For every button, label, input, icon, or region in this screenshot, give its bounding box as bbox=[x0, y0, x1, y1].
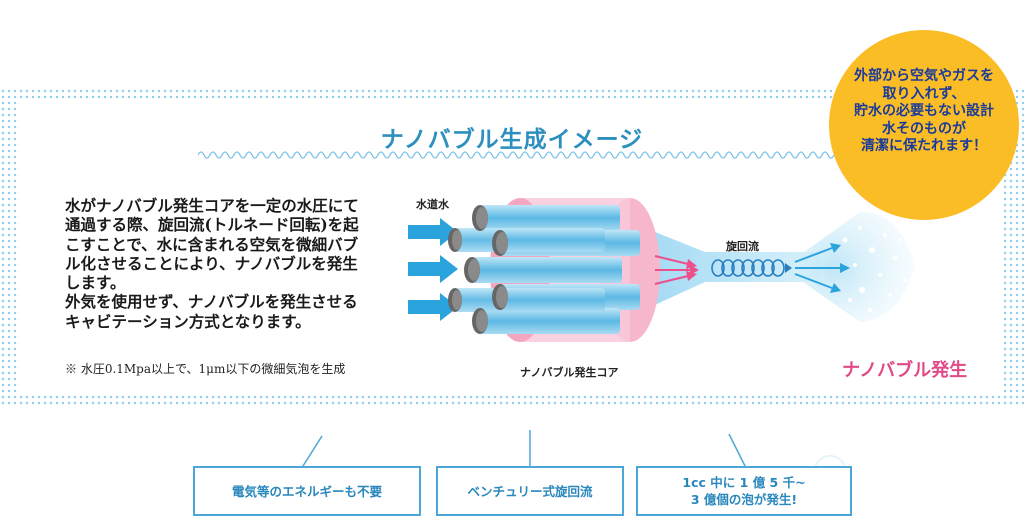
description-line: こすことで、水に含まれる空気を微細バブ bbox=[65, 234, 359, 254]
inlet-arrows bbox=[408, 218, 458, 321]
arrow-icon bbox=[408, 293, 458, 321]
description-line: キャビテーション方式となります。 bbox=[65, 311, 311, 331]
badge-line: 外部から空気やガスを bbox=[854, 68, 994, 84]
feature-box-venturi: ベンチュリー式旋回流 bbox=[436, 466, 624, 516]
arrow-icon bbox=[408, 255, 458, 283]
spray-cone bbox=[800, 212, 915, 322]
feature-text: 1cc 中に 1 億 5 千~ bbox=[682, 475, 806, 490]
badge-line: 清潔に保たれます！ bbox=[861, 138, 987, 154]
diagram-title: ナノバブル生成イメージ bbox=[380, 126, 644, 153]
spray-arrows bbox=[794, 243, 850, 293]
description-line: 外気を使用せず、ナノバブルを発生させる bbox=[65, 292, 358, 312]
description-line: します。 bbox=[65, 273, 126, 293]
feature-box-energy: 電気等のエネルギーも不要 bbox=[193, 466, 421, 516]
feature-box-bubbles: 1cc 中に 1 億 5 千~ 3 億個の泡が発生! bbox=[636, 466, 852, 516]
description-line: 水がナノバブル発生コアを一定の水圧にて bbox=[65, 196, 359, 215]
tap-water-label: 水道水 bbox=[416, 198, 449, 211]
badge-line: 取り入れず、 bbox=[882, 85, 966, 102]
badge-line: 水そのものが bbox=[882, 120, 966, 137]
description-text: 水がナノバブル発生コアを一定の水圧にて 通過する際、旋回流(トルネード回転)を起… bbox=[65, 196, 395, 331]
badge-line: 貯水の必要もない設計 bbox=[854, 103, 994, 119]
bubble-dots bbox=[842, 226, 914, 312]
footnote: ※ 水圧0.1Mpa以上で、1μm以下の微細気泡を生成 bbox=[65, 362, 346, 376]
description-line: ル化させることにより、ナノバブルを発生 bbox=[65, 253, 358, 273]
internal-flow-arrows bbox=[654, 255, 699, 285]
swirl-label: 旋回流 bbox=[726, 240, 759, 253]
core-tubes bbox=[448, 205, 640, 334]
feature-text: 電気等のエネルギーも不要 bbox=[231, 483, 382, 499]
swirl-coil-icon bbox=[711, 259, 785, 277]
feature-text: 3 億個の泡が発生! bbox=[690, 492, 798, 507]
core-label: ナノバブル発生コア bbox=[520, 366, 619, 379]
wave-divider bbox=[198, 151, 834, 159]
feature-text: ベンチュリー式旋回流 bbox=[467, 483, 593, 499]
description-line: 通過する際、旋回流(トルネード回転)を起 bbox=[65, 215, 359, 235]
feature-badge: 外部から空気やガスを 取り入れず、 貯水の必要もない設計 水そのものが 清潔に保… bbox=[829, 30, 1019, 220]
arrow-icon bbox=[408, 218, 458, 246]
generation-label: ナノバブル発生 bbox=[842, 360, 968, 381]
